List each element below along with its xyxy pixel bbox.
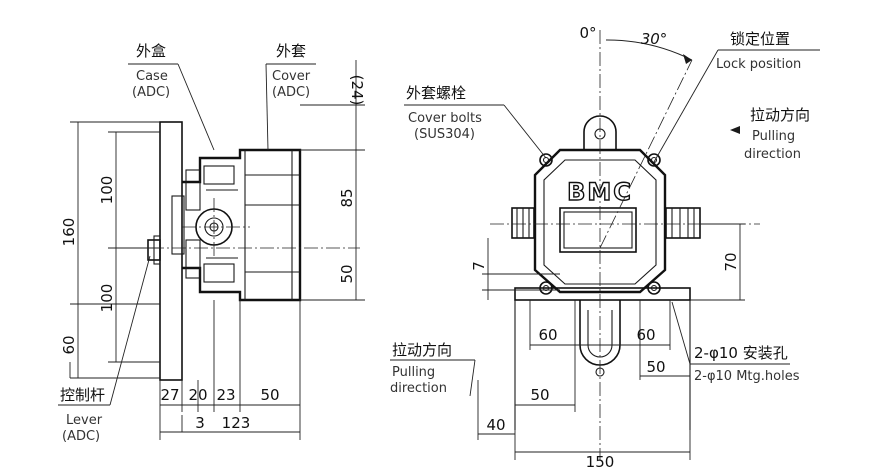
cover-label-cn: 外套 [276,42,306,60]
front-base-plate [514,287,691,301]
dim-150: 150 [586,453,615,471]
side-view [147,121,360,381]
pulling-direction-right-en-1: Pulling [752,129,795,144]
dim-70: 70 [722,252,740,271]
cover-bolts-label-en: Cover bolts [408,111,482,126]
dim-100-bottom: 100 [98,284,116,313]
side-dimensions [69,60,365,440]
dim-60: 60 [60,335,78,354]
lock-position-label-cn: 锁定位置 [730,30,790,48]
pulling-direction-left-en-2: direction [390,381,447,396]
mounting-holes-label-cn: 2-φ10 安装孔 [694,344,788,362]
cable-gland-right [665,207,701,239]
dim-60-right: 60 [636,326,655,344]
case-label-en: Case [136,69,168,84]
cover-label-en: Cover [272,69,311,84]
dim-23: 23 [216,386,235,404]
front-dimensions [477,223,745,460]
case-label-cn: 外盒 [136,42,166,60]
pulling-direction-left-en-1: Pulling [392,365,435,380]
dim-7: 7 [470,261,488,271]
pulling-direction-right-en-2: direction [744,147,801,162]
brand-logo: BMC [567,178,633,206]
dim-100-top: 100 [98,176,116,205]
mounting-holes-label-en: 2-φ10 Mtg.holes [694,369,800,384]
dim-123: 123 [222,414,251,432]
lever-label-cn: 控制杆 [60,386,105,404]
dim-50-side: 50 [338,264,356,283]
dim-50-right: 50 [646,358,665,376]
cover-bolt-tr [647,153,661,167]
front-callouts [390,49,820,397]
side-case-body [182,148,302,302]
dim-24: (24) [348,75,366,106]
lever-label-en: Lever [66,413,103,428]
dim-85: 85 [338,188,356,207]
angle-30-label: 30° [641,30,668,48]
dim-50-left: 50 [530,386,549,404]
cover-bolt-tl [539,153,553,167]
dim-3: 3 [195,414,205,432]
dim-60-left: 60 [538,326,557,344]
lever-material: (ADC) [62,429,100,444]
top-lever-tab [583,115,617,150]
dim-20: 20 [188,386,207,404]
dim-40: 40 [486,416,505,434]
side-mounting-plate [159,121,183,381]
cover-bolts-label-cn: 外套螺栓 [406,84,466,102]
cover-bolt-br [647,281,661,295]
cover-material: (ADC) [272,85,310,100]
dim-50-bottom: 50 [260,386,279,404]
cover-bolt-bl [539,281,553,295]
case-material: (ADC) [132,85,170,100]
lock-position-label-en: Lock position [716,57,801,72]
dim-160: 160 [60,218,78,247]
dim-27: 27 [160,386,179,404]
angle-zero-label: 0° [579,24,596,42]
pulling-direction-right-cn: 拉动方向 [750,106,810,124]
cover-bolts-material: (SUS304) [414,127,475,142]
pulling-direction-left-cn: 拉动方向 [392,341,452,359]
side-callouts [58,63,316,406]
